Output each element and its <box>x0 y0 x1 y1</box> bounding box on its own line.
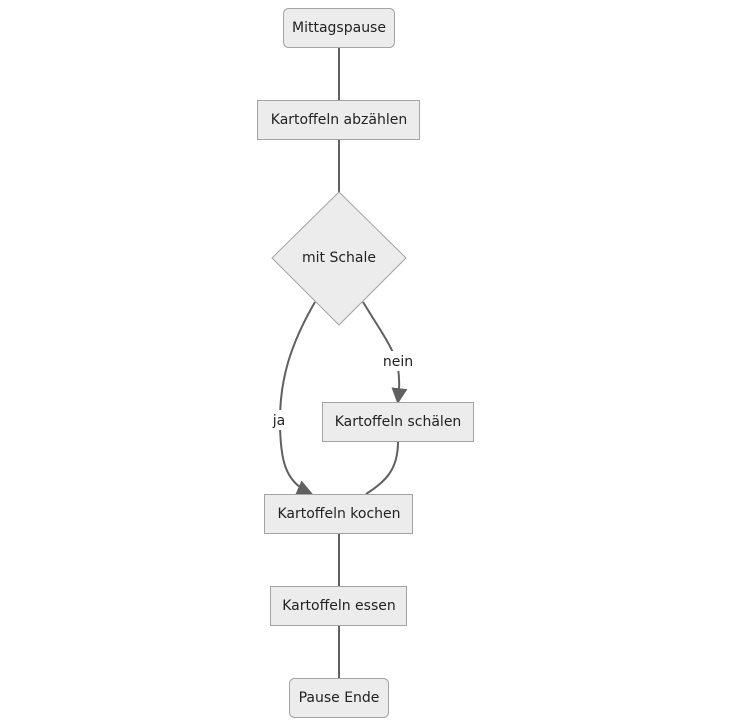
node-eat-label: Kartoffeln essen <box>282 598 395 614</box>
node-count: Kartoffeln abzählen <box>257 100 420 140</box>
node-start-label: Mittagspause <box>292 20 386 36</box>
node-end-label: Pause Ende <box>299 690 380 706</box>
node-peel: Kartoffeln schälen <box>322 402 474 442</box>
node-count-label: Kartoffeln abzählen <box>271 112 407 128</box>
node-decision: mit Schale <box>271 191 407 326</box>
edge-label-no-background <box>380 351 416 371</box>
edge-label-yes: ja <box>272 413 285 429</box>
node-cook: Kartoffeln kochen <box>264 494 413 534</box>
node-decision-label: mit Schale <box>302 250 376 266</box>
node-cook-label: Kartoffeln kochen <box>277 506 400 522</box>
node-eat: Kartoffeln essen <box>270 586 407 626</box>
edge-label-yes-background <box>270 410 290 430</box>
edge-label-no: nein <box>383 354 413 370</box>
node-start: Mittagspause <box>283 8 395 48</box>
edge-peel-to-cook <box>365 441 399 495</box>
node-end: Pause Ende <box>289 678 389 718</box>
node-peel-label: Kartoffeln schälen <box>335 414 462 430</box>
edge-decision-to-cook-yes <box>278 301 316 496</box>
